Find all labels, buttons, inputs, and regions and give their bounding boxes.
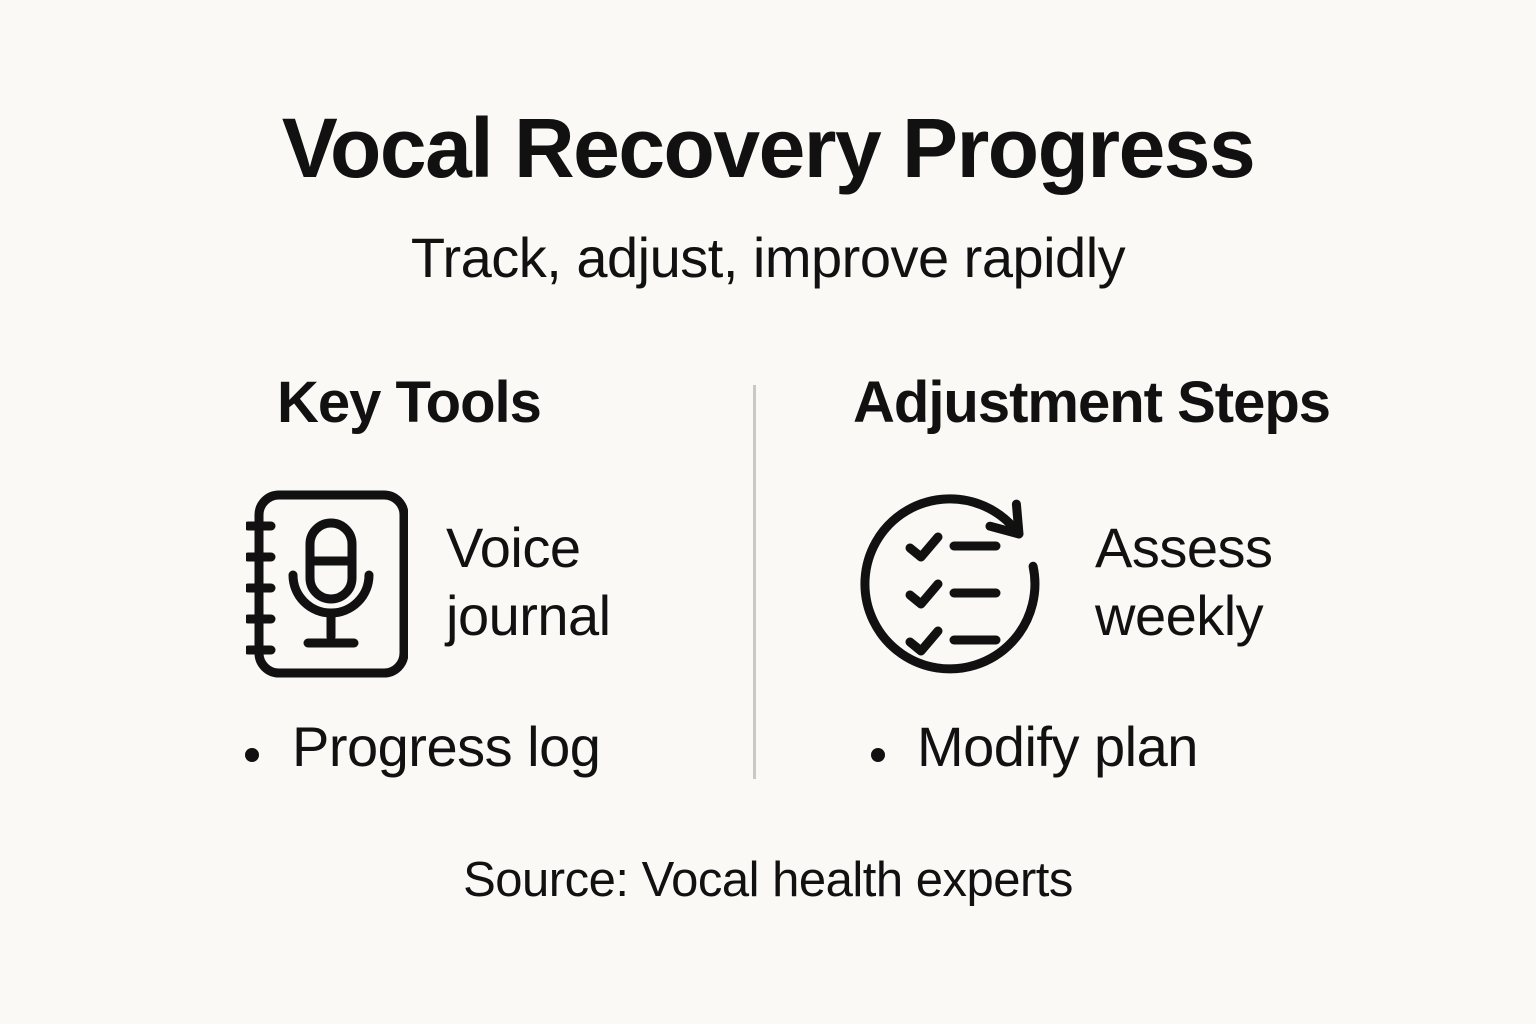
- bullet-dot: [871, 748, 885, 762]
- column-heading-adjustment-steps: Adjustment Steps: [853, 370, 1331, 435]
- page-subtitle: Track, adjust, improve rapidly: [410, 226, 1126, 289]
- assess-cycle-icon: [858, 494, 1042, 676]
- voice-journal-label: Voice journal: [446, 516, 611, 647]
- page-title: Vocal Recovery Progress: [281, 101, 1256, 195]
- assess-cycle-label: Assess weekly: [1095, 516, 1273, 647]
- bullet-modify-plan: Modify plan: [917, 715, 1198, 778]
- column-divider: [753, 385, 756, 779]
- voice-journal-icon: [243, 489, 409, 679]
- bullet-progress-log: Progress log: [292, 715, 601, 778]
- source-attribution: Source: Vocal health experts: [463, 853, 1073, 907]
- bullet-dot: [245, 748, 259, 762]
- column-heading-key-tools: Key Tools: [277, 370, 542, 435]
